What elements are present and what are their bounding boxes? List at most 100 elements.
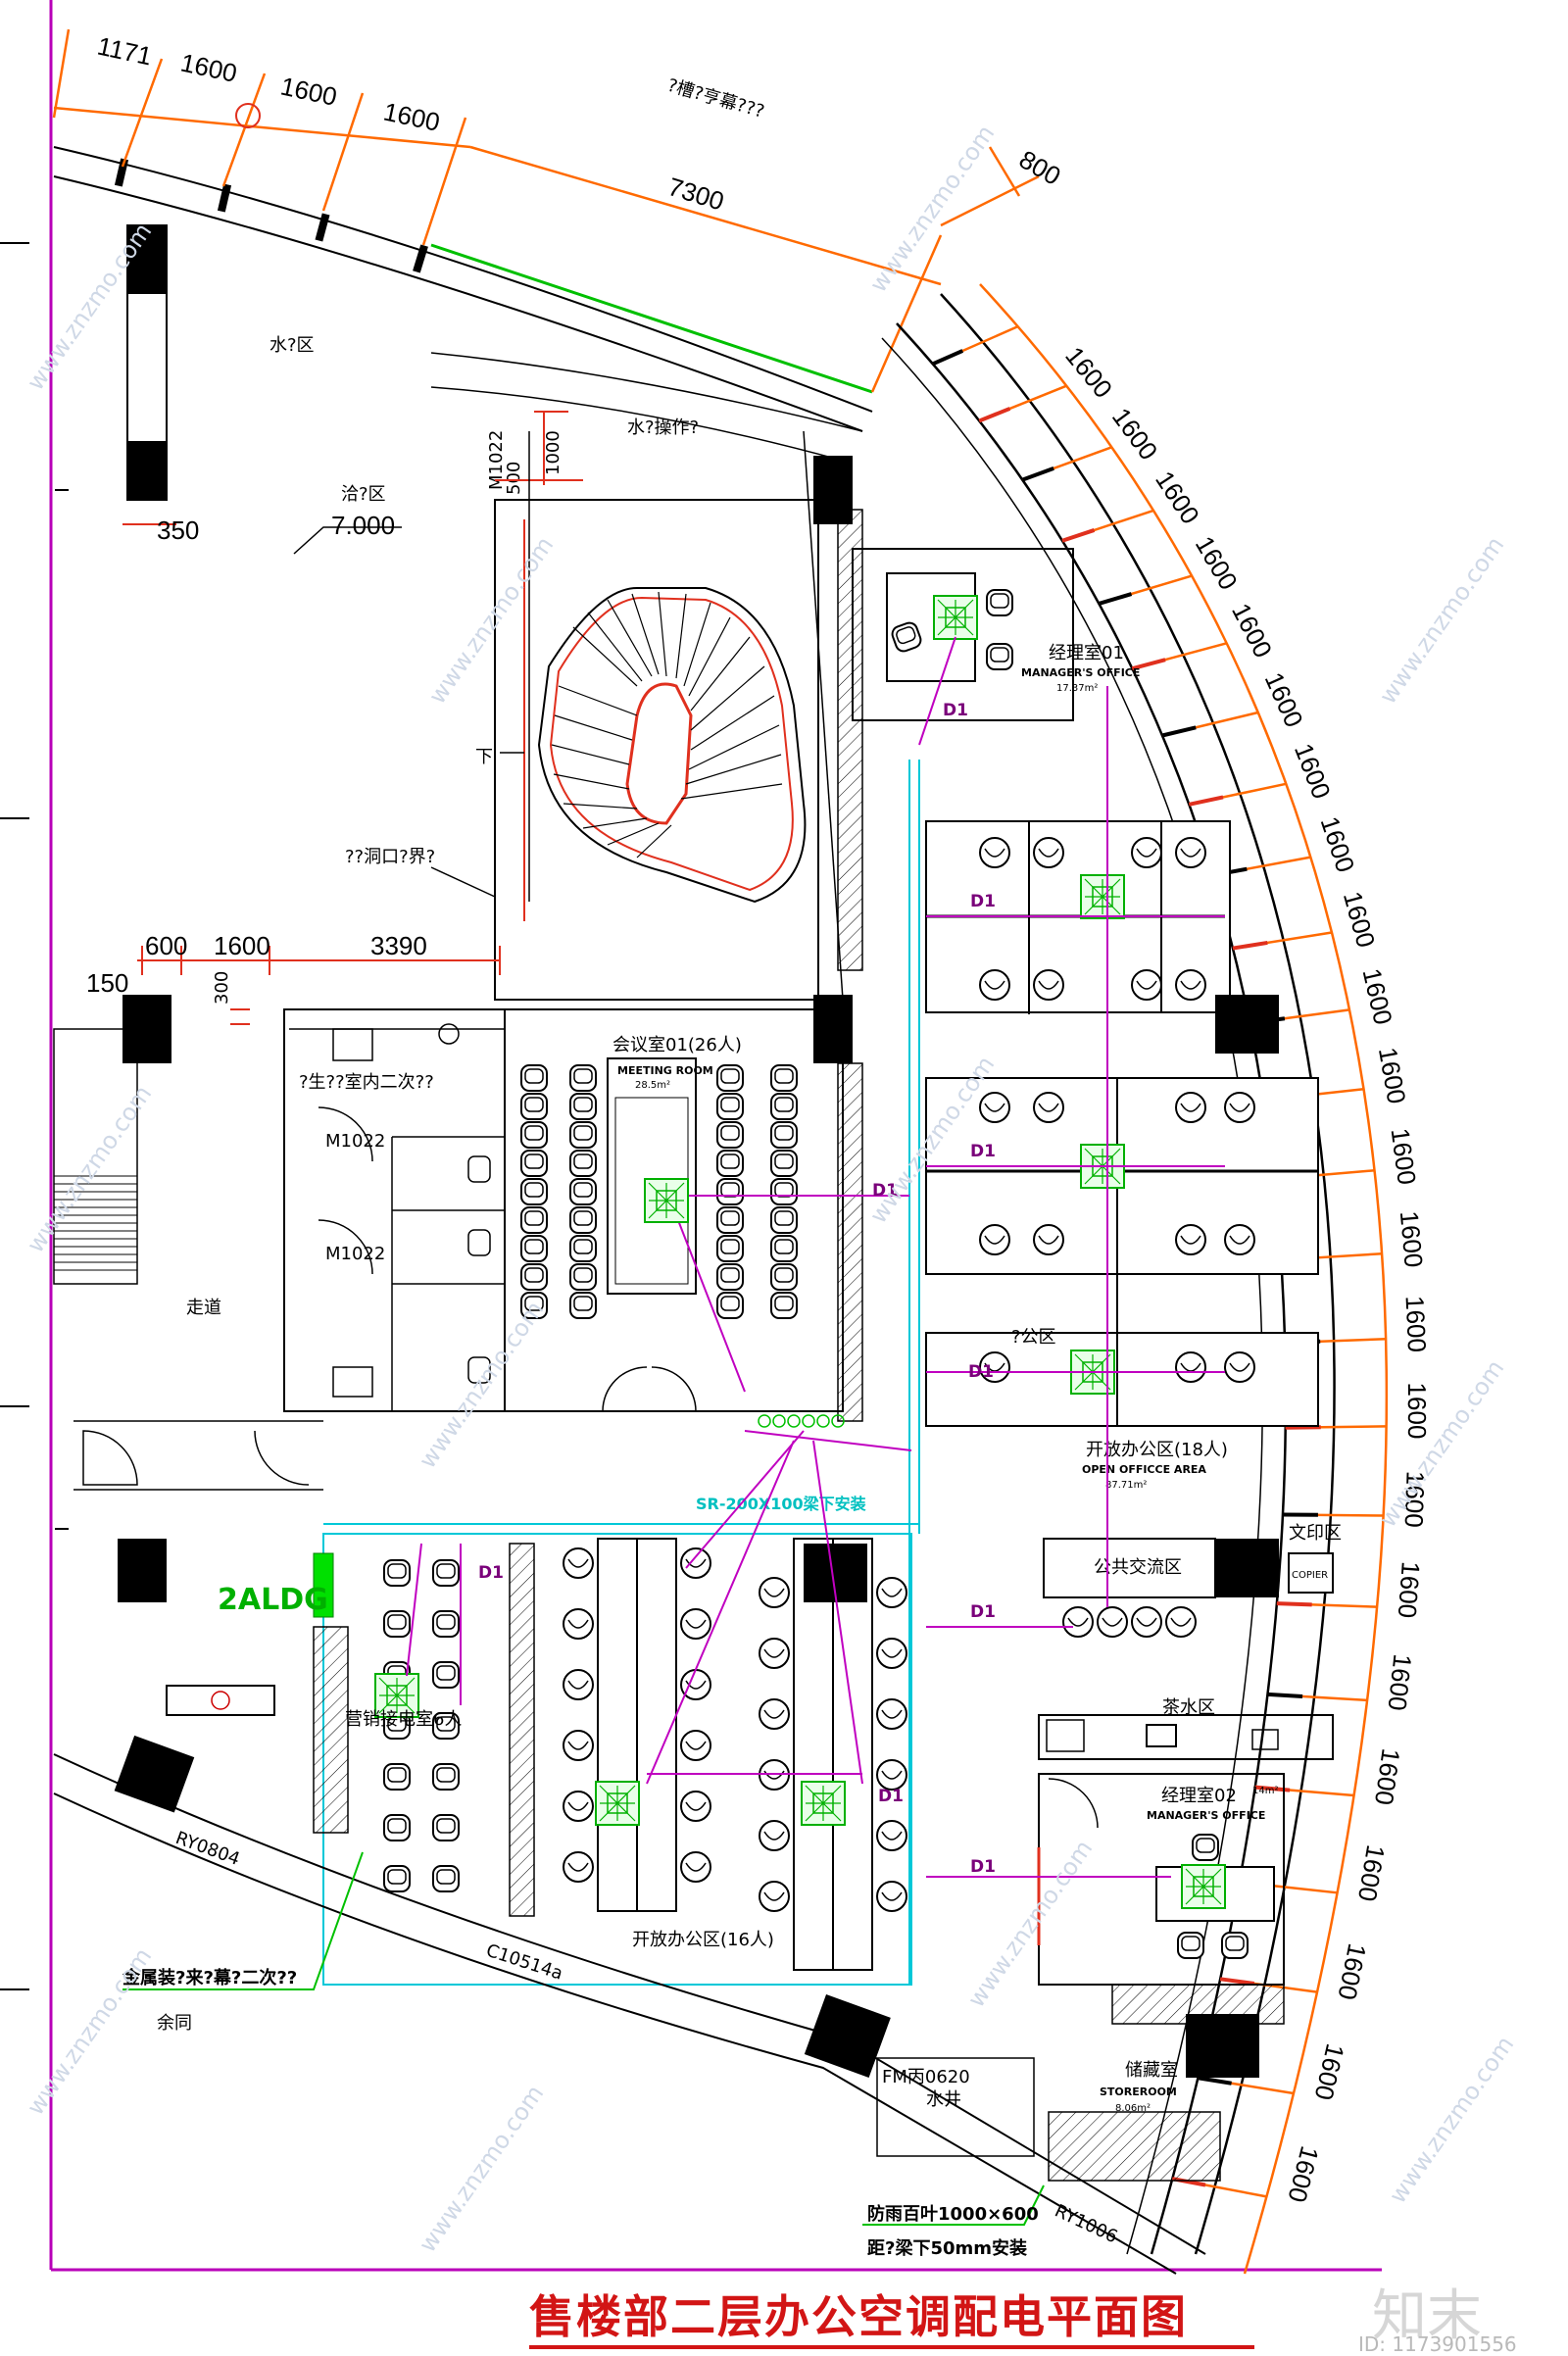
sales-chair	[384, 1560, 410, 1586]
sales-chair	[433, 1611, 459, 1637]
note-metal-2: 余同	[157, 2013, 192, 2034]
desk-chair	[564, 1731, 593, 1760]
office-chair	[1225, 1093, 1254, 1122]
mullion	[1267, 1694, 1302, 1696]
office-chair	[1176, 1225, 1205, 1254]
meeting-chair	[521, 1179, 547, 1204]
elevation: 7.000	[331, 511, 395, 540]
toilet-fixtures	[333, 1156, 490, 1397]
ry1006: RY1006	[1052, 2200, 1121, 2247]
arc-dim-4: 1600	[1226, 599, 1278, 663]
meeting-chair	[771, 1094, 797, 1119]
meeting-chair	[717, 1094, 743, 1119]
office-chair	[1034, 838, 1063, 867]
office-chair	[1034, 1093, 1063, 1122]
mullion	[1099, 594, 1131, 604]
office-chair	[1176, 1352, 1205, 1382]
mullion	[1220, 1979, 1254, 1984]
arc-dim-13: 1600	[1400, 1295, 1433, 1352]
stair-core	[495, 500, 818, 1000]
arc-dim-5: 1600	[1259, 667, 1309, 731]
ry0804: RY0804	[172, 1828, 242, 1870]
manager1-area: 17.37m²	[1056, 683, 1098, 694]
sales-chair	[433, 1764, 459, 1790]
meeting-chair	[717, 1179, 743, 1204]
desk-chair	[760, 1882, 789, 1911]
meeting-chair	[570, 1264, 596, 1290]
arc-dim-12: 1600	[1395, 1209, 1429, 1268]
desk-chair	[564, 1852, 593, 1882]
arc-dim-10: 1600	[1373, 1045, 1412, 1105]
ac-unit-manager-02	[1182, 1865, 1225, 1908]
meeting-chair	[570, 1293, 596, 1318]
trunking-label: SR-200X100梁下安装	[696, 1495, 866, 1513]
arc-dim-6: 1600	[1289, 739, 1337, 803]
open-office-en: OPEN OFFICCE AREA	[1082, 1463, 1206, 1476]
circuit-d1-a: D1	[970, 892, 996, 911]
watermark-site-i: www.znzmo.com	[22, 1943, 157, 2121]
dim-300: 300	[212, 971, 232, 1005]
dim-1600-b: 1600	[278, 72, 340, 112]
water-well: 水井	[926, 2089, 961, 2110]
meeting-chair	[570, 1151, 596, 1176]
office-chair	[1176, 1093, 1205, 1122]
mullion	[1198, 2078, 1231, 2084]
meeting-chair	[717, 1151, 743, 1176]
sales-chair	[433, 1662, 459, 1688]
meeting-chair	[570, 1094, 596, 1119]
reception-bench	[167, 1686, 274, 1715]
arc-dim-14: 1600	[1402, 1382, 1432, 1439]
ac-unit-meeting	[645, 1179, 688, 1222]
arc-dim-19: 1600	[1352, 1842, 1391, 1903]
meeting-chair	[771, 1179, 797, 1204]
meeting-chair	[521, 1065, 547, 1091]
top-note: ?槽?亨幕???	[665, 75, 767, 123]
sales-chair	[384, 1866, 410, 1891]
label-stair-hole: ??洞口?界?	[345, 847, 435, 867]
mullion	[979, 409, 1009, 421]
office-chair	[980, 1093, 1009, 1122]
door-m1022-a: M1022	[325, 1131, 385, 1152]
desk-chair	[681, 1548, 710, 1578]
arc-dim-18: 1600	[1369, 1746, 1406, 1806]
storage-en: STOREROOM	[1100, 2086, 1177, 2098]
desk-chair	[564, 1792, 593, 1821]
ac-unit-open-16	[802, 1782, 845, 1825]
drawing-title: 售楼部二层办公空调配电平面图	[529, 2282, 1188, 2346]
fm-door: FM丙0620	[882, 2067, 970, 2087]
left-dims	[137, 946, 500, 1024]
office-chair	[980, 838, 1009, 867]
meeting-chair	[771, 1264, 797, 1290]
meeting-chair	[570, 1179, 596, 1204]
top-facade	[54, 147, 872, 461]
office-chair	[1176, 970, 1205, 1000]
meeting-chair	[570, 1236, 596, 1261]
meeting-chair	[717, 1264, 743, 1290]
sales-room-name: 营销接电室6人	[345, 1709, 462, 1730]
meeting-chair	[521, 1264, 547, 1290]
manager2-area: 14m²	[1252, 1786, 1278, 1796]
door-m1022-b: M1022	[325, 1244, 385, 1264]
meeting-chair	[717, 1207, 743, 1233]
dim-7300: 7300	[664, 172, 727, 217]
arc-dim-20: 1600	[1332, 1941, 1372, 2003]
dim-150: 150	[86, 968, 128, 998]
stair-down-label: 下	[475, 747, 493, 767]
watermark-site-h: www.znzmo.com	[1374, 1355, 1509, 1533]
mullion	[1162, 727, 1196, 735]
column-office	[1215, 995, 1279, 1054]
desk-chair	[564, 1670, 593, 1699]
office-chair	[980, 1225, 1009, 1254]
meeting-chair	[521, 1207, 547, 1233]
desk-chair	[760, 1639, 789, 1668]
arc-dim-17: 1600	[1383, 1652, 1418, 1712]
meeting-chair	[521, 1151, 547, 1176]
office-chair	[1034, 1225, 1063, 1254]
arc-dim-11: 1600	[1386, 1126, 1422, 1186]
dim-1600-a: 1600	[178, 48, 240, 88]
desk-chair	[564, 1609, 593, 1639]
stair-outline	[539, 588, 805, 902]
desk-chair	[681, 1731, 710, 1760]
arc-dim-9: 1600	[1357, 965, 1398, 1027]
